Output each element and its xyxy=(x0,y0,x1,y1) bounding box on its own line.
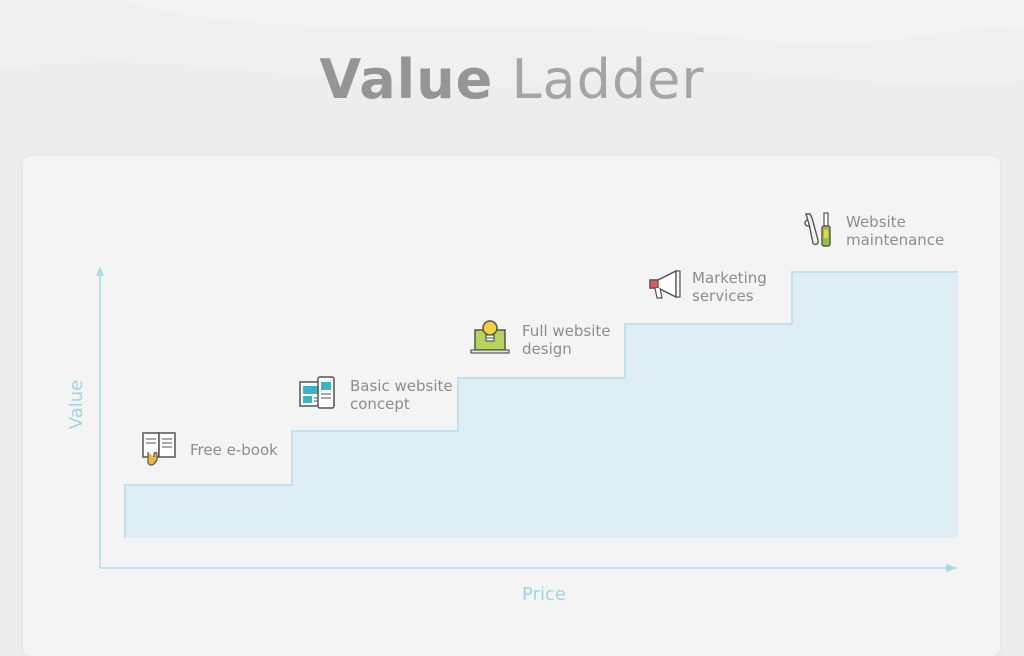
step-5-line1: Website xyxy=(846,213,906,231)
megaphone-icon xyxy=(649,269,681,299)
y-axis-label: Value xyxy=(66,379,88,430)
ebook-icon xyxy=(142,432,176,466)
step-label-1: Free e-book xyxy=(190,441,278,459)
step-4-line1: Marketing xyxy=(692,269,767,287)
ladder-fill xyxy=(125,272,958,538)
step-label-3: Full website design xyxy=(522,322,611,358)
website-layout-icon xyxy=(299,376,335,409)
y-axis-arrow xyxy=(96,266,104,276)
step-label-4: Marketing services xyxy=(692,269,767,305)
step-4-line2: services xyxy=(692,287,754,305)
lightbulb-laptop-icon xyxy=(470,320,510,354)
step-label-5: Website maintenance xyxy=(846,213,944,249)
step-3-line2: design xyxy=(522,340,572,358)
step-1-line1: Free e-book xyxy=(190,441,278,459)
tools-icon xyxy=(804,212,831,247)
step-3-line1: Full website xyxy=(522,322,611,340)
page-title: Value Ladder xyxy=(0,48,1024,112)
x-axis-label: Price xyxy=(522,584,566,605)
step-2-line2: concept xyxy=(350,395,410,413)
step-2-line1: Basic website xyxy=(350,377,453,395)
x-axis-arrow xyxy=(946,564,958,572)
step-label-2: Basic website concept xyxy=(350,377,453,413)
title-bold: Value xyxy=(319,48,494,111)
ladder-outline xyxy=(124,271,958,538)
step-5-line2: maintenance xyxy=(846,231,945,249)
title-light: Ladder xyxy=(511,48,705,111)
